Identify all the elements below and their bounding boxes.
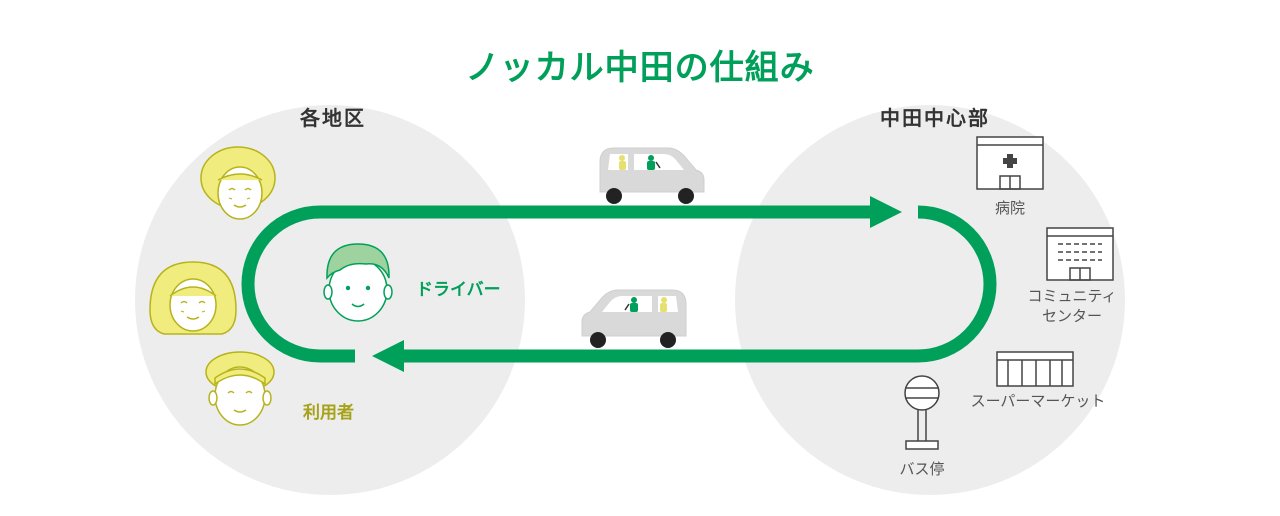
car-bottom-icon	[581, 289, 687, 348]
facility-label-bus-stop: バス停	[899, 460, 945, 478]
store-icon	[996, 351, 1074, 387]
hospital-icon	[976, 136, 1044, 190]
role-label-user: 利用者	[303, 403, 354, 423]
role-label-driver: ドライバー	[416, 280, 501, 300]
area-label-districts: 各地区	[300, 106, 366, 130]
driver-face-icon	[323, 243, 393, 322]
car-top-icon	[599, 147, 705, 204]
facility-label-supermarket: スーパーマーケット	[970, 392, 1106, 410]
user-face-1-icon	[200, 146, 276, 220]
facility-label-community-center: コミュニティ センター	[1027, 286, 1116, 326]
user-face-2-icon	[149, 261, 237, 335]
area-label-center: 中田中心部	[880, 106, 990, 130]
facility-label-community-line1: コミュニティ	[1027, 287, 1117, 305]
route-loop	[241, 205, 997, 363]
building-icon	[1046, 227, 1114, 281]
route-left-turn	[241, 205, 355, 363]
arrow-left-head	[372, 340, 404, 372]
route-right-turn	[400, 205, 997, 363]
page-title: ノッカル中田の仕組み	[465, 48, 815, 88]
area-circle-right	[735, 105, 1125, 495]
user-face-3-icon	[205, 351, 275, 426]
facility-label-hospital: 病院	[994, 199, 1026, 217]
arrow-right-head	[870, 196, 902, 228]
facility-label-community-line2: センター	[1041, 307, 1103, 325]
bus-stop-sign-icon	[904, 375, 940, 450]
